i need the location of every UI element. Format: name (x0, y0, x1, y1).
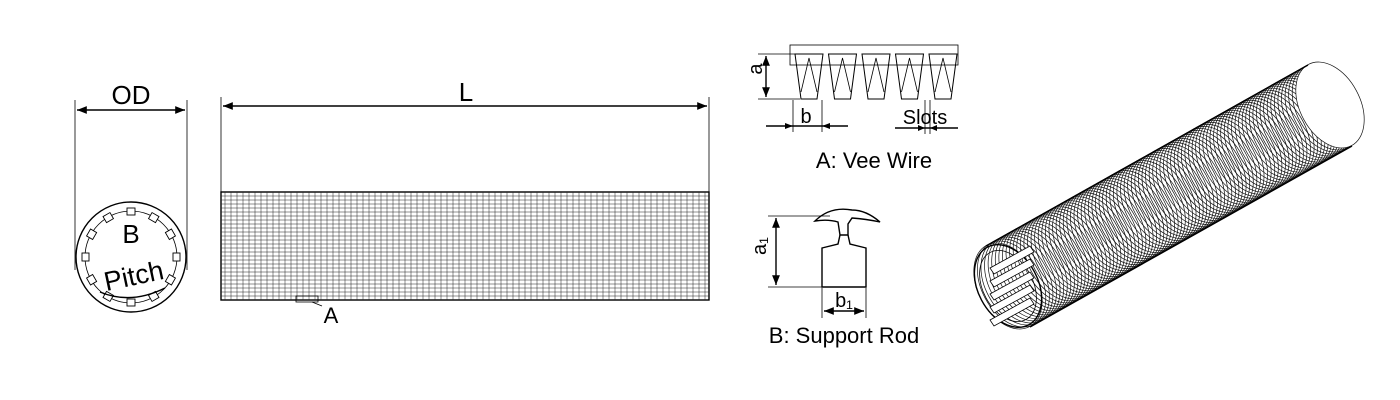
internal-rod (989, 284, 1035, 314)
wire-grid (221, 192, 709, 300)
isometric-screen (973, 61, 1365, 330)
vee-wire-outline (827, 53, 858, 100)
support-rod-detail: a₁ b₁ B: Support Rod (749, 208, 919, 348)
vee-wire-caption: A: Vee Wire (816, 148, 932, 173)
vee-wire-inner (934, 57, 952, 93)
support-rod-profile (821, 234, 867, 288)
length-label: L (459, 77, 473, 107)
vee-wire-outline (894, 53, 925, 100)
vee-wire-inner (867, 57, 885, 93)
internal-support-rods (989, 245, 1035, 327)
screen-opening (973, 243, 1043, 329)
pitch-label: Pitch (101, 255, 166, 297)
height-a-label: a (745, 63, 767, 75)
support-rod-caption: B: Support Rod (769, 323, 919, 348)
vee-wire-outline (928, 53, 958, 100)
rod-square (126, 298, 136, 307)
outer-circle (75, 201, 187, 313)
width-b-label: b (800, 106, 811, 128)
rod-square (147, 211, 160, 224)
vee-wire-inner (834, 57, 851, 93)
vee-wire-inner (800, 57, 818, 93)
rod-square (81, 252, 90, 262)
vee-wire-inner (901, 57, 918, 93)
rod-square (85, 273, 98, 286)
width-b1-label: b₁ (835, 290, 853, 312)
rod-square (164, 228, 177, 241)
internal-rod (989, 297, 1035, 327)
end-view: OD B Pitch (74, 80, 188, 313)
vee-wire-outline (861, 53, 891, 100)
vee-wire-detail: a b Slots A: Vee Wire (745, 44, 959, 173)
internal-rod (989, 258, 1035, 288)
detail-a-marker (295, 295, 319, 303)
detail-a-label: A (324, 303, 339, 328)
od-label: OD (112, 80, 151, 110)
side-view: L A (220, 77, 710, 328)
pitch-arc (99, 287, 166, 299)
vee-wire-head (812, 208, 881, 236)
internal-rod (989, 271, 1035, 301)
rod-square (85, 228, 98, 241)
height-a1-label: a₁ (749, 237, 771, 255)
vee-wire-outline (794, 53, 824, 100)
rod-square (102, 211, 115, 224)
internal-rod (989, 245, 1035, 275)
slots-label: Slots (903, 107, 947, 129)
rod-square (164, 273, 177, 286)
rod-square (172, 252, 181, 262)
rod-square (126, 207, 136, 216)
rod-label-b: B (122, 219, 139, 249)
vee-wire-profiles (794, 53, 958, 100)
